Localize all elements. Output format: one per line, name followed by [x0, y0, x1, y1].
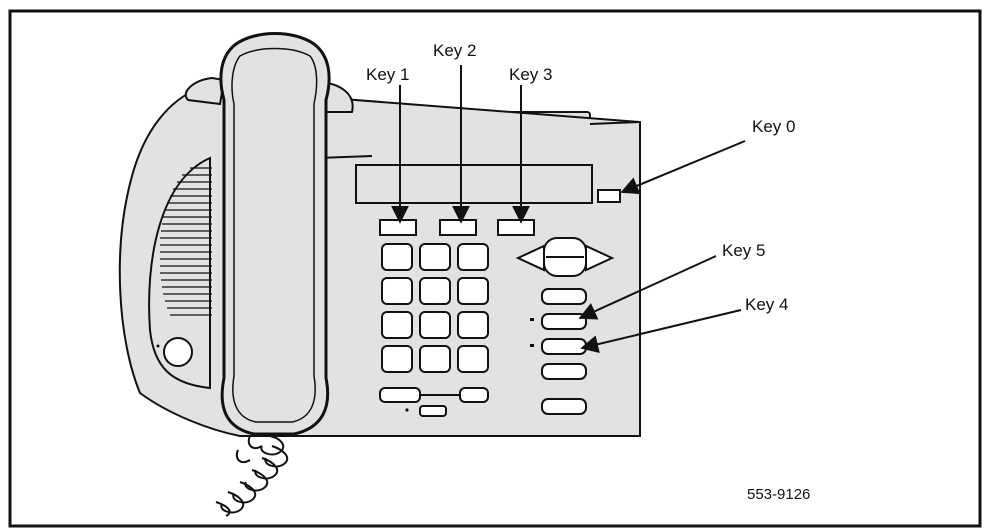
handset	[219, 32, 331, 436]
figure-number: 553-9126	[747, 486, 811, 503]
bar-key-right	[459, 387, 489, 403]
microphone-button	[163, 337, 193, 367]
key-3-label: Key 3	[509, 65, 553, 84]
faceplate-edge-right	[589, 121, 641, 125]
bar-key-left	[379, 387, 421, 403]
key-4-label: Key 4	[745, 295, 789, 314]
key-0-label: Key 0	[752, 117, 796, 136]
bar-key-small	[419, 405, 447, 417]
bar-key-dot	[405, 408, 409, 412]
key-4-dash	[530, 344, 534, 347]
handset-inner	[231, 47, 318, 423]
key-0-arrow	[620, 140, 746, 195]
key-4-arrow	[580, 309, 742, 353]
key-1-label: Key 1	[366, 65, 410, 84]
microphone-dot	[156, 344, 160, 348]
key-2-button	[439, 219, 477, 236]
key-3-button	[497, 219, 535, 236]
key-5-label: Key 5	[722, 241, 766, 260]
key-0-button	[597, 189, 621, 203]
display-strip	[355, 164, 593, 204]
speaker-grille	[160, 167, 212, 316]
key-2-label: Key 2	[433, 41, 477, 60]
dial-pad	[381, 243, 489, 373]
key-5-arrow	[578, 255, 717, 320]
key-5-dash	[530, 318, 534, 321]
feature-keys	[541, 288, 587, 415]
key-1-button	[379, 219, 417, 236]
navigation-cluster	[515, 237, 615, 277]
coiled-cord	[215, 435, 289, 517]
